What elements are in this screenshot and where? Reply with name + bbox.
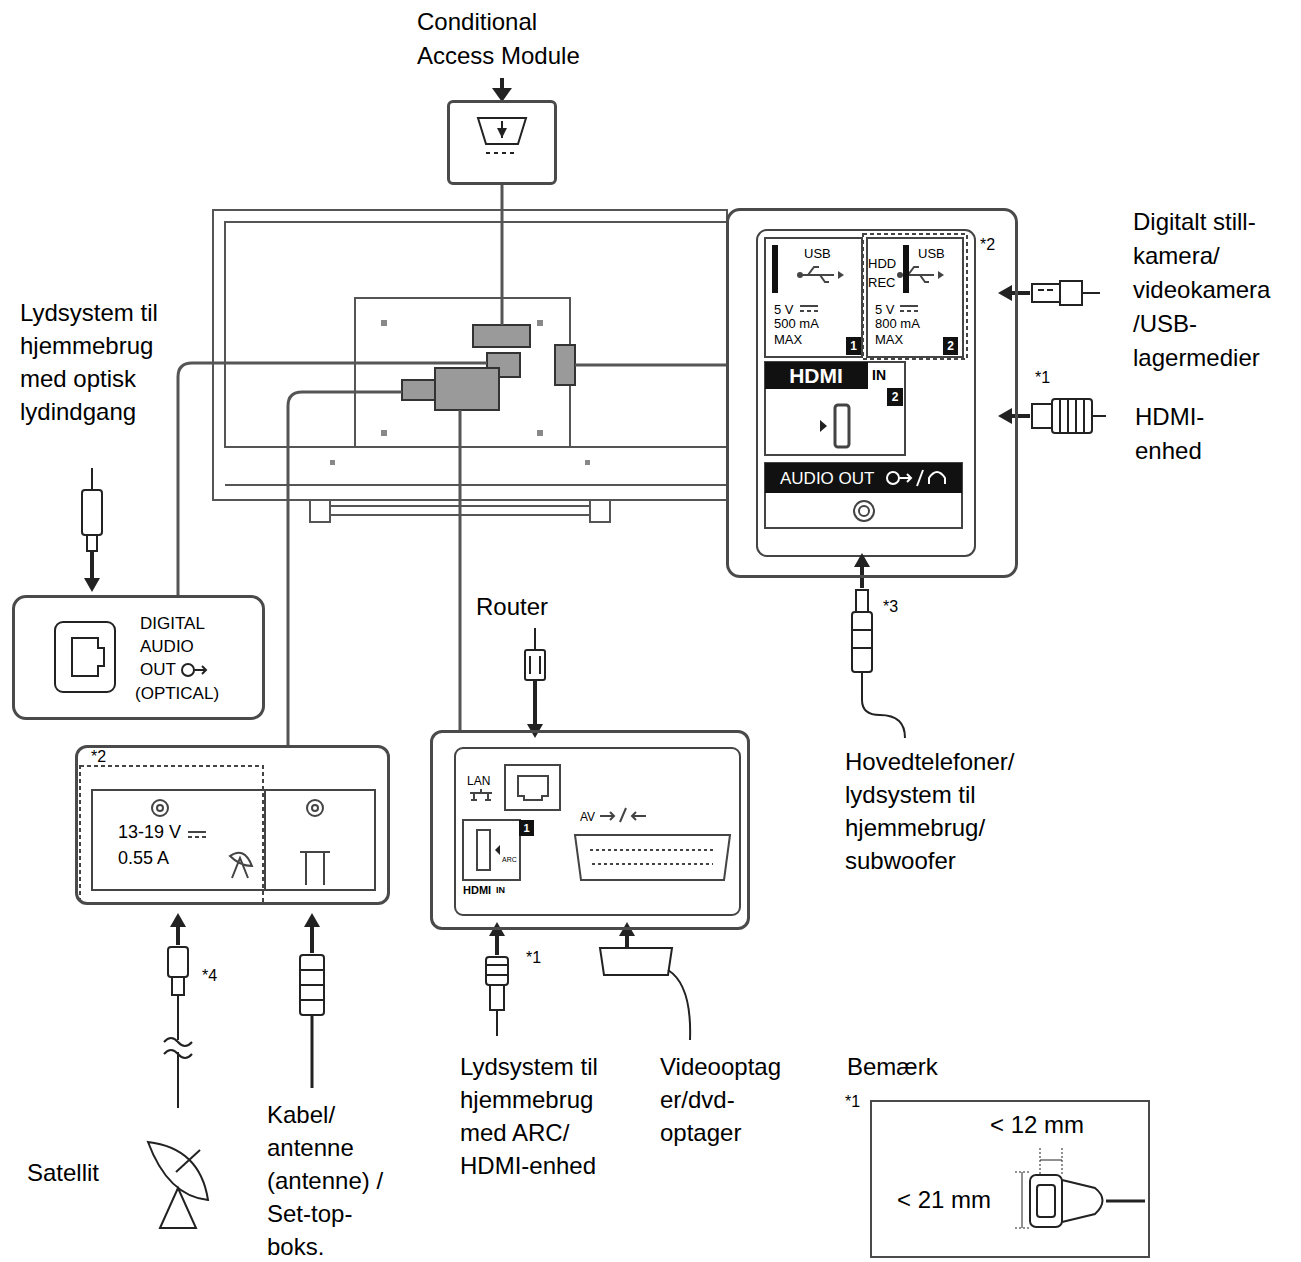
port-number: 2	[887, 389, 903, 405]
hdmi-logo: HDMI	[463, 883, 491, 897]
port-label: USB	[918, 246, 945, 262]
device-label: Lydsystem til hjemmebrug med optisk lydi…	[20, 296, 190, 428]
cam-slot-box: Conditional Access Module	[447, 100, 557, 185]
port-rating: 13-19 V	[118, 821, 181, 843]
port-rating: 5 V	[875, 302, 895, 318]
optical-out-panel: DIGITAL AUDIO OUT(OPTICAL)	[12, 595, 265, 720]
callout-number: *3	[883, 597, 898, 617]
port-rating: 5 V	[774, 302, 794, 318]
port-number: 2	[943, 338, 958, 354]
port-label: IN	[872, 366, 886, 384]
port-label: IN	[496, 884, 505, 896]
device-label: Digitalt still- kamera/ videokamera /USB…	[1133, 205, 1295, 375]
callout-number: *2	[980, 235, 995, 255]
port-label: (OPTICAL)	[135, 683, 219, 705]
callout-number: *1	[845, 1092, 860, 1112]
dimension-label: < 12 mm	[990, 1110, 1084, 1140]
device-label: Satellit	[27, 1158, 99, 1188]
port-number: 1	[846, 338, 861, 354]
port-label: ARC	[502, 855, 517, 864]
device-label: Hovedtelefoner/ lydsystem til hjemmebrug…	[845, 745, 1045, 877]
hdmi-logo: HDMI	[766, 364, 866, 388]
port-rating: 800 mA MAX	[875, 316, 925, 348]
rear-connector-panel: LAN 1HDMI IN ARC AV	[430, 730, 750, 930]
device-label: Kabel/ antenne (antenne) / Set-top- boks…	[267, 1098, 397, 1262]
note-box: Bemærk*1< 12 mm< 21 mm	[870, 1100, 1150, 1258]
note-heading: Bemærk	[847, 1052, 938, 1082]
port-label: USB	[804, 246, 831, 262]
port-label: LAN	[467, 774, 490, 788]
port-rating: 500 mA MAX	[774, 316, 824, 348]
antenna-panel: *2 13-19 V 0.55 A	[75, 745, 390, 905]
dimension-label: < 21 mm	[897, 1185, 991, 1215]
port-label: AV	[580, 810, 595, 824]
device-label: Videooptag er/dvd- optager	[660, 1050, 800, 1149]
callout-number: *1	[526, 948, 541, 968]
device-label: Lydsystem til hjemmebrug med ARC/ HDMI-e…	[460, 1050, 625, 1182]
callout-number: *4	[202, 966, 217, 986]
port-rating: 0.55 A	[118, 847, 169, 869]
module-heading: Conditional Access Module	[417, 5, 607, 73]
callout-number: *2	[91, 747, 106, 767]
port-label: DIGITAL AUDIO OUT	[140, 612, 220, 681]
port-label: HDD REC	[868, 254, 900, 292]
side-connector-panel: *2USB5 V500 mA MAX1HDD RECUSB5 V800 mA M…	[726, 208, 1018, 578]
port-number: 1	[519, 820, 534, 836]
device-label: Router	[476, 592, 548, 622]
callout-number: *1	[1035, 368, 1050, 388]
port-label: AUDIO OUT	[780, 469, 874, 489]
device-label: HDMI- enhed	[1135, 400, 1245, 468]
